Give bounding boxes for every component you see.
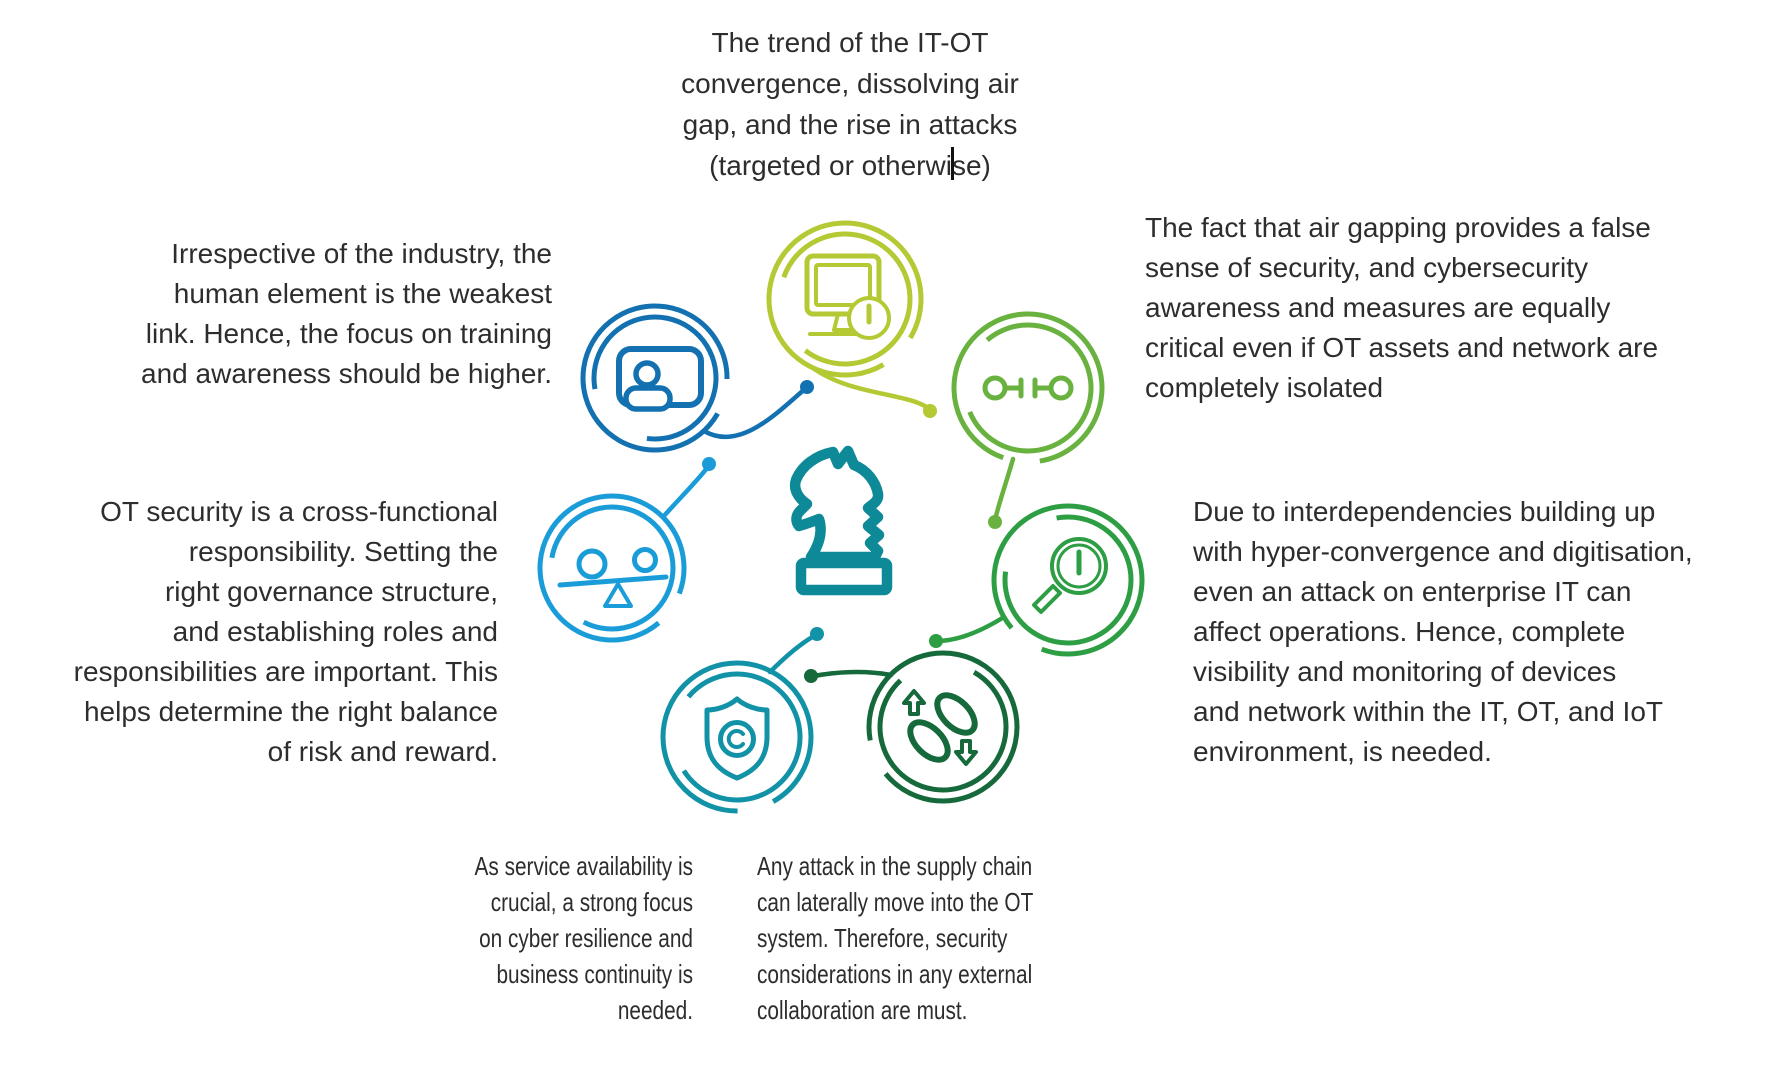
magnifier-alert-icon xyxy=(1032,537,1108,614)
note-service-availability: As service availability is crucial, a st… xyxy=(474,851,693,1025)
node-air-gap xyxy=(951,311,1105,529)
chain-links-arrows-icon xyxy=(902,689,978,766)
chess-knight-icon xyxy=(789,445,893,596)
dual-keys-icon xyxy=(982,375,1074,401)
node-governance xyxy=(537,457,716,643)
text-caret xyxy=(951,147,954,180)
note-air-gapping: The fact that air gapping provides a fal… xyxy=(1145,212,1659,403)
note-it-ot-convergence: The trend of the IT-OT convergence, diss… xyxy=(681,27,1019,181)
node-attacks xyxy=(766,220,937,418)
node-supply-chain xyxy=(804,650,1020,804)
node-visibility xyxy=(929,503,1145,657)
shield-target-icon xyxy=(704,696,770,781)
note-governance: OT security is a cross-functional respon… xyxy=(73,496,498,767)
id-card-person-icon xyxy=(616,346,704,412)
balance-scale-icon xyxy=(557,547,669,608)
node-resilience xyxy=(660,627,824,814)
monitor-alert-icon xyxy=(804,253,891,340)
node-human-element xyxy=(580,303,814,453)
note-interdependencies: Due to interdependencies building up wit… xyxy=(1193,496,1693,767)
note-supply-chain: Any attack in the supply chain can later… xyxy=(757,851,1034,1025)
note-human-element: Irrespective of the industry, the human … xyxy=(141,238,552,389)
